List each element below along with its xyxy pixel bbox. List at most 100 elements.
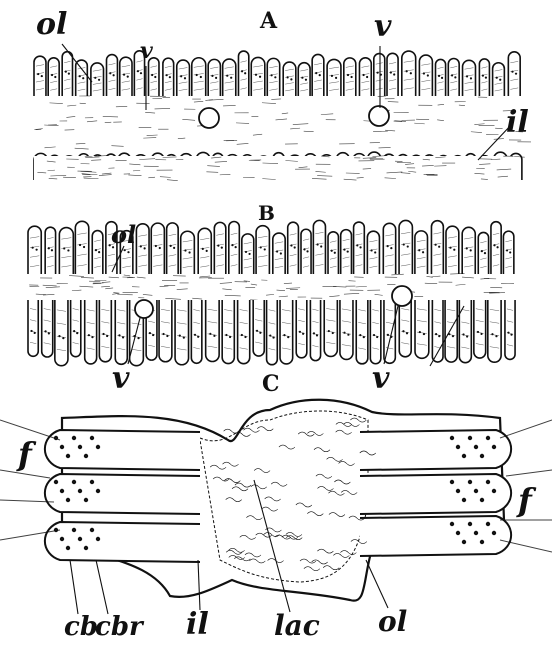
panel-a-vessel-left: [199, 108, 219, 128]
panel-a-upper-villus-32: [508, 52, 520, 96]
panel-label-b: B: [258, 203, 275, 223]
panel-b-lower-villus-30: [474, 300, 486, 358]
panel-b-lower-villus-22: [356, 300, 368, 364]
panel-b-upper-villus-28: [446, 226, 459, 274]
panel-b-lower-villus-25: [399, 300, 411, 357]
panel-b-upper-villus-22: [354, 222, 365, 274]
panel-b-upper-villus-32: [503, 231, 513, 274]
panel-b-upper-villus-23: [367, 231, 379, 274]
panel-b-lower-villus-13: [222, 300, 234, 364]
panel-a-upper-villus-31: [493, 63, 505, 96]
panel-b-upper-villus-20: [328, 232, 338, 274]
label-a-vessel-right: v: [374, 12, 391, 42]
label-c-fibre-left: f: [18, 438, 32, 470]
panel-a-upper-villus-5: [107, 55, 118, 96]
panel-a-upper-villus-28: [448, 58, 459, 96]
panel-b-lower-villus-3: [71, 300, 81, 357]
panel-a-upper-villus-26: [419, 55, 432, 96]
panel-b-lower-villus-6: [115, 300, 127, 364]
panel-label-a: A: [260, 10, 277, 32]
panel-label-c: C: [262, 373, 280, 395]
panel-c-fibre-5: [506, 470, 552, 476]
panel-a-upper-villus-10: [177, 60, 190, 96]
label-c-inner-layer: il: [186, 610, 209, 640]
panel-a-upper-villus-22: [359, 58, 371, 96]
panel-b-vessel-right: [392, 286, 412, 306]
leader-c-ol: [366, 560, 388, 608]
panel-c-drawing: [0, 400, 552, 601]
panel-b-lower-villus-9: [159, 300, 172, 362]
panel-b-lower-villus-32: [505, 300, 515, 359]
panel-a-vessel-right: [369, 106, 389, 126]
panel-c-left-lobe-1: [45, 474, 200, 514]
panel-b-lower-villus-4: [85, 300, 97, 364]
panel-b-lower-villus-11: [191, 300, 201, 363]
panel-a-upper-villus-17: [283, 62, 296, 96]
panel-b-lower-villus-1: [42, 300, 53, 357]
panel-a-upper-villus-4: [91, 63, 104, 96]
panel-b-upper-villus-12: [214, 222, 225, 274]
panel-b-upper-villus-16: [273, 233, 285, 274]
label-b-outer-layer: ol: [111, 223, 136, 247]
panel-b-lower-villus-2: [55, 300, 68, 366]
panel-b-upper-villus-30: [478, 232, 488, 274]
panel-b-lower-villus-0: [28, 300, 38, 356]
panel-b-upper-villus-1: [45, 227, 55, 274]
panel-a-upper-villus-27: [435, 59, 445, 96]
panel-b-lower-villus-23: [370, 300, 380, 364]
panel-b-lower-villus-14: [238, 300, 250, 364]
panel-b-upper-villus-29: [462, 227, 475, 274]
panel-b-upper-villus-31: [491, 222, 501, 274]
label-c-cb: cb: [64, 614, 98, 640]
panel-b-upper-villus-4: [92, 231, 103, 274]
panel-b-lower-villus-15: [253, 300, 264, 356]
panel-b-upper-villus-8: [151, 223, 164, 274]
label-c-cbr: cbr: [95, 614, 143, 640]
panel-b-lower-villus-17: [280, 300, 293, 364]
panel-b-upper-villus-24: [383, 223, 395, 274]
panel-b-drawing: [28, 220, 522, 365]
label-c-lacuna: lac: [274, 612, 320, 640]
leader-c-cbr: [96, 560, 108, 614]
panel-b-upper-villus-17: [288, 222, 299, 274]
panel-b-upper-villus-27: [431, 221, 443, 274]
panel-c-left-lobe-2: [45, 522, 200, 562]
panel-a-upper-villus-19: [312, 54, 324, 96]
panel-a-upper-villus-24: [387, 53, 398, 96]
panel-b-lower-villus-20: [324, 300, 337, 356]
panel-a-upper-villus-23: [374, 54, 385, 96]
panel-a-upper-villus-9: [163, 58, 174, 96]
label-b-vessel-right: v: [372, 364, 389, 394]
panel-b-lower-villus-19: [310, 300, 320, 361]
panel-a-upper-villus-30: [479, 59, 489, 96]
panel-a-upper-villus-16: [267, 58, 279, 96]
panel-b-lower-villus-18: [296, 300, 307, 358]
panel-b-vessel-left: [135, 300, 153, 318]
panel-a-stroma: [34, 96, 520, 150]
label-a-outer-layer: ol: [36, 10, 67, 40]
label-a-inner-layer: il: [506, 108, 529, 138]
panel-b-upper-villus-9: [167, 223, 179, 274]
panel-a-upper-villus-3: [76, 60, 88, 96]
panel-b-upper-villus-15: [256, 226, 269, 274]
panel-a-upper-villus-21: [344, 58, 356, 96]
panel-a-upper-villus-13: [223, 59, 236, 96]
panel-a-upper-villus-1: [48, 58, 59, 96]
panel-a-lower-stroma: [34, 156, 520, 180]
panel-b-upper-villus-13: [229, 221, 240, 274]
panel-b-upper-villus-26: [415, 231, 428, 274]
leader-c-cb: [70, 560, 78, 614]
panel-c-fibre-4: [500, 420, 552, 438]
panel-b-upper-villus-11: [198, 228, 211, 274]
panel-a-upper-villus-0: [34, 56, 46, 96]
panel-c-left-lobe-0: [45, 430, 200, 470]
panel-b-upper-villus-7: [136, 224, 149, 274]
panel-b-lower-villus-5: [99, 300, 111, 362]
panel-a-upper-villus-6: [120, 57, 132, 96]
panel-a-drawing: [34, 51, 531, 181]
label-c-outer-layer: ol: [378, 608, 407, 636]
panel-b-upper-villus-21: [341, 230, 352, 274]
panel-a-upper-villus-29: [463, 60, 476, 96]
panel-b-lower-villus-24: [384, 300, 395, 363]
